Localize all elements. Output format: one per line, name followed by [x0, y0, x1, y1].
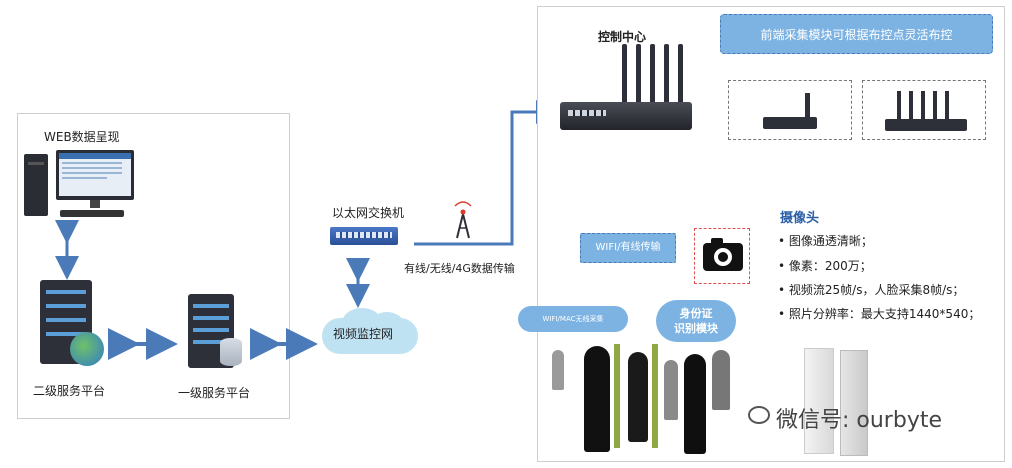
wifi-transfer-text: WIFI/有线传输	[595, 242, 661, 253]
device-box-large	[862, 80, 986, 140]
monitor-network-label: 视频监控网	[333, 327, 394, 341]
wifi-transfer-label: WIFI/有线传输	[580, 233, 676, 263]
camera-icon	[703, 238, 743, 271]
camera-spec-4: • 照片分辨率：最大支持1440*540；	[778, 307, 981, 321]
people-silhouettes	[540, 340, 750, 458]
radio-tower-icon	[454, 201, 472, 239]
secondary-server-icon	[40, 280, 108, 370]
watermark: 微信号: ourbyte	[776, 408, 942, 433]
camera-title: 摄像头	[780, 211, 820, 226]
wechat-icon	[748, 406, 770, 424]
camera-device-icon	[804, 348, 868, 458]
transfer-label: 有线/无线/4G数据传输	[404, 262, 515, 275]
primary-server-icon	[188, 294, 248, 370]
frontend-banner: 前端采集模块可根据布控点灵活布控	[720, 14, 993, 54]
camera-spec-3: • 视频流25帧/s，人脸采集8帧/s；	[778, 283, 965, 297]
primary-platform-label: 一级服务平台	[178, 386, 251, 400]
monitor-network-cloud-icon	[314, 304, 424, 358]
device-box-small	[728, 80, 852, 140]
wifi-mac-bubble-text: WIFI/MAC无线采集	[542, 315, 604, 323]
camera-box	[694, 228, 750, 284]
frontend-banner-text: 前端采集模块可根据布控点灵活布控	[760, 28, 953, 42]
desktop-computer-icon	[24, 150, 136, 222]
ethernet-switch-icon	[330, 227, 398, 249]
idcard-bubble: 身份证 识别模块	[656, 300, 736, 342]
control-center-label: 控制中心	[598, 30, 647, 44]
idcard-bubble-line1: 身份证	[679, 307, 713, 320]
camera-spec-2: • 像素：200万；	[778, 259, 872, 273]
idcard-bubble-line2: 识别模块	[674, 322, 718, 335]
switch-label: 以太网交换机	[332, 206, 405, 220]
camera-spec-1: • 图像通透清晰；	[778, 234, 873, 248]
router-icon	[560, 44, 692, 138]
web-data-title: WEB数据呈现	[44, 130, 120, 144]
secondary-platform-label: 二级服务平台	[33, 384, 106, 398]
wifi-mac-bubble: WIFI/MAC无线采集	[518, 306, 628, 332]
